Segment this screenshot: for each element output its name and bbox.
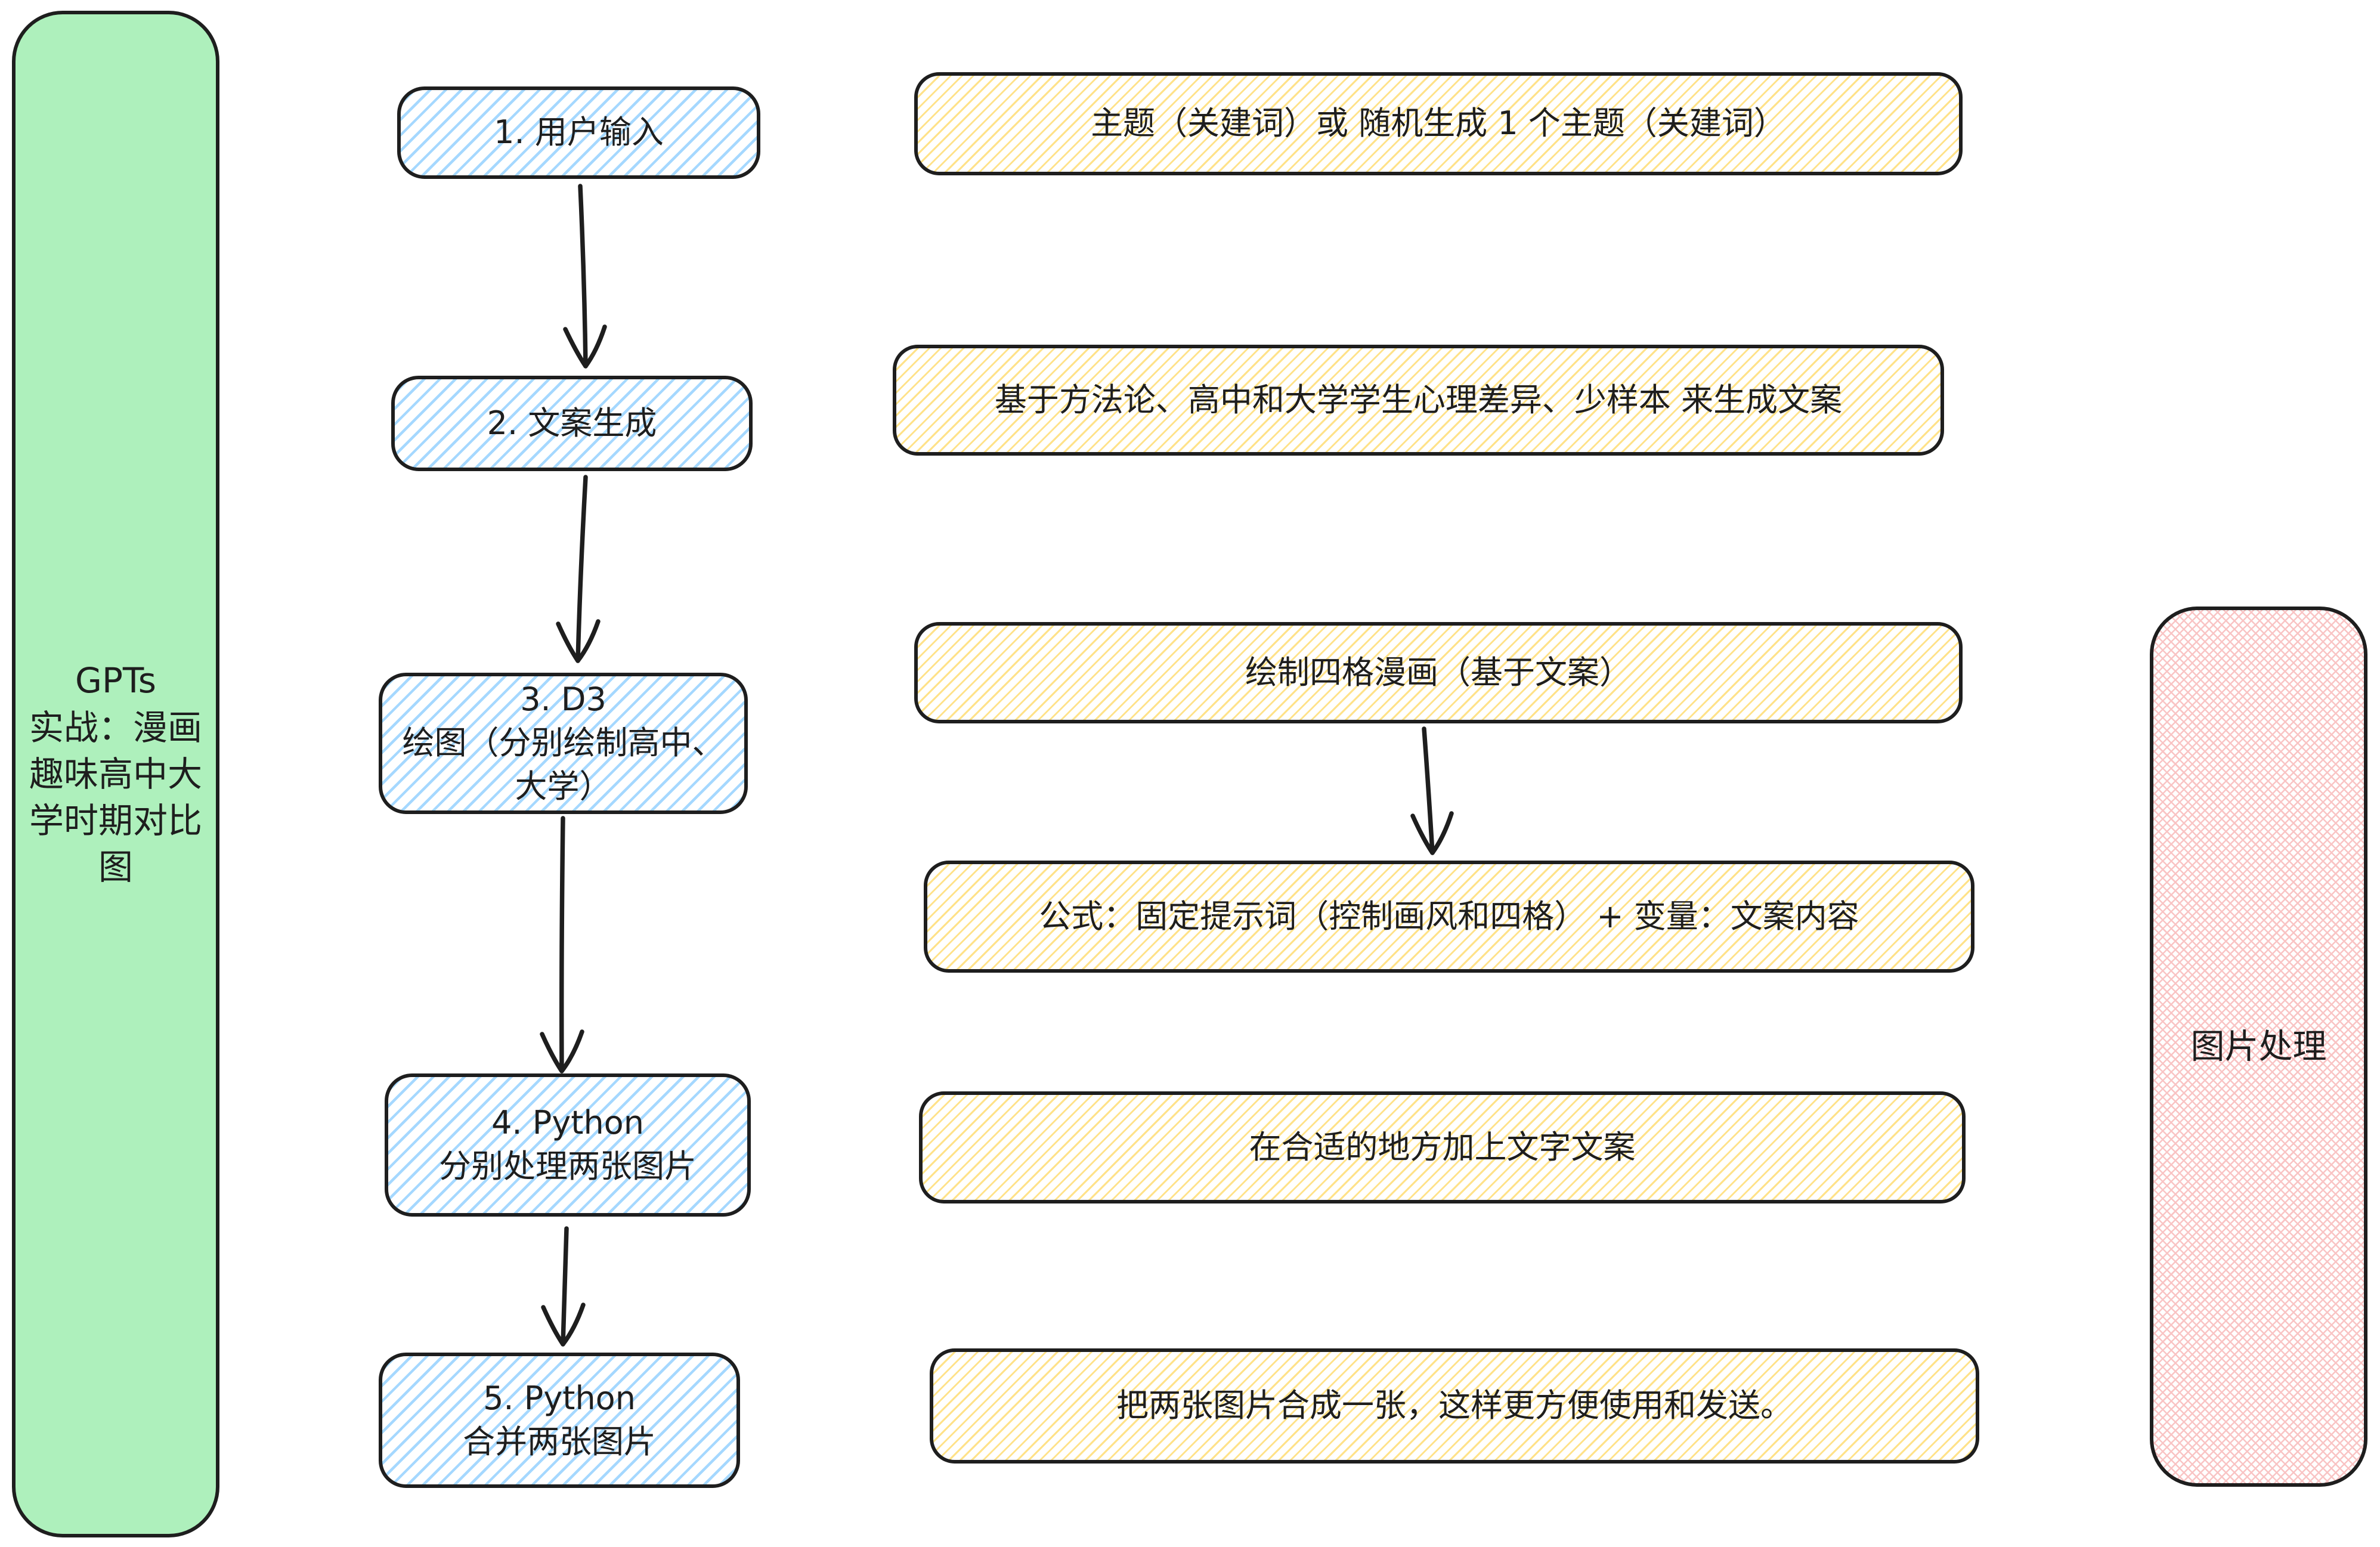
note-1-label: 主题（关建词）或 随机生成 1 个主题（关建词） bbox=[1091, 104, 1786, 143]
note-2-methodology: 基于方法论、高中和大学学生心理差异、少样本 来生成文案 bbox=[893, 345, 1944, 456]
step-3-label: 3. D3 绘图（分别绘制高中、大学） bbox=[402, 680, 725, 805]
note-5-label: 在合适的地方加上文字文案 bbox=[1249, 1128, 1636, 1166]
step-4-label: 4. Python 分别处理两张图片 bbox=[439, 1104, 697, 1185]
note-3-draw-four-panel: 绘制四格漫画（基于文案） bbox=[914, 622, 1963, 723]
arrow-step1-to-step2 bbox=[563, 184, 607, 369]
note-2-label: 基于方法论、高中和大学学生心理差异、少样本 来生成文案 bbox=[994, 380, 1843, 419]
step-4-python-process: 4. Python 分别处理两张图片 bbox=[385, 1073, 751, 1217]
step-5-label: 5. Python 合并两张图片 bbox=[463, 1379, 656, 1461]
left-panel-gpts: GPTs 实战：漫画趣味高中大学时期对比图 bbox=[12, 11, 219, 1537]
note-5-add-text: 在合适的地方加上文字文案 bbox=[919, 1091, 1966, 1203]
step-2-label: 2. 文案生成 bbox=[487, 404, 657, 442]
step-3-d3-drawing: 3. D3 绘图（分别绘制高中、大学） bbox=[379, 673, 748, 814]
right-panel-label: 图片处理 bbox=[2190, 1026, 2327, 1066]
arrow-step2-to-step3 bbox=[556, 475, 601, 663]
note-6-label: 把两张图片合成一张，这样更方便使用和发送。 bbox=[1116, 1387, 1793, 1425]
step-5-python-merge: 5. Python 合并两张图片 bbox=[379, 1353, 740, 1488]
step-2-copy-generation: 2. 文案生成 bbox=[391, 376, 753, 471]
note-1-topic-keyword: 主题（关建词）或 随机生成 1 个主题（关建词） bbox=[914, 72, 1963, 175]
arrow-step3-to-step4 bbox=[540, 816, 584, 1073]
note-6-merge-images: 把两张图片合成一张，这样更方便使用和发送。 bbox=[930, 1348, 1979, 1464]
left-panel-label: GPTs 实战：漫画趣味高中大学时期对比图 bbox=[29, 660, 202, 888]
arrow-note3-to-note4 bbox=[1410, 726, 1454, 855]
step-1-label: 1. 用户输入 bbox=[494, 113, 664, 151]
right-panel-image-processing: 图片处理 bbox=[2150, 607, 2367, 1487]
note-4-prompt-formula: 公式：固定提示词（控制画风和四格） + 变量：文案内容 bbox=[924, 861, 1974, 973]
arrow-step4-to-step5 bbox=[541, 1226, 586, 1347]
note-4-label: 公式：固定提示词（控制画风和四格） + 变量：文案内容 bbox=[1039, 897, 1859, 935]
note-3-label: 绘制四格漫画（基于文案） bbox=[1245, 653, 1632, 691]
step-1-user-input: 1. 用户输入 bbox=[397, 86, 760, 179]
